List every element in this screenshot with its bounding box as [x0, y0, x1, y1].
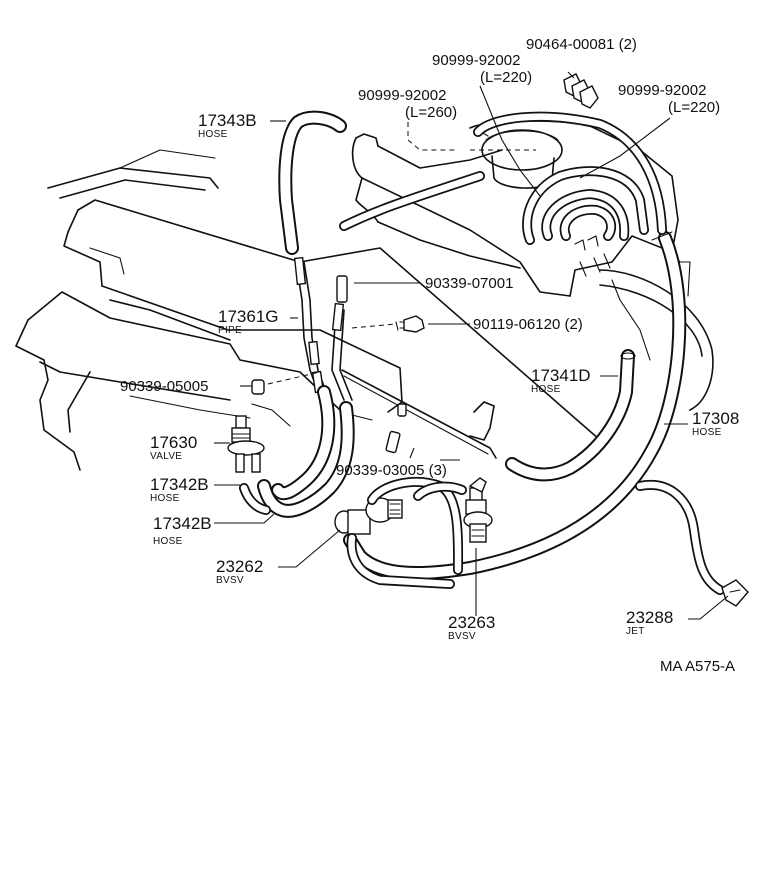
hose-length: (L=220) [480, 69, 532, 86]
part-number: 90339-05005 [120, 378, 208, 395]
callout-17342B-upper: 17342B HOSE [150, 475, 209, 504]
callout-17341D: 17341D HOSE [531, 366, 591, 395]
part-name: JET [626, 626, 645, 637]
callout-17343B: 17343B HOSE [198, 111, 257, 140]
part-number: 17342B [150, 475, 209, 494]
part-number: 17308 [692, 409, 739, 428]
callout-17308: 17308 HOSE [692, 409, 739, 438]
part-name: BVSV [448, 631, 476, 642]
hose-17341D [505, 349, 636, 482]
callout-90339-05005: 90339-05005 [120, 378, 208, 395]
clamps [251, 73, 599, 454]
callout-90339-07001: 90339-07001 [425, 275, 513, 292]
part-name: HOSE [692, 427, 722, 438]
hoses-17342B [239, 385, 355, 518]
callout-17361G: 17361G PIPE [218, 307, 279, 336]
part-number: 90339-07001 [425, 275, 513, 292]
hose-length: (L=220) [668, 99, 720, 116]
part-name: HOSE [531, 384, 561, 395]
part-number: 17342B [153, 514, 212, 533]
valve-17630 [227, 415, 265, 473]
hose-17308 [343, 231, 687, 580]
leader-lines [214, 71, 729, 620]
callout-90999-92002-mid: 90999-92002 (L=220) [432, 52, 532, 86]
engine-outline [15, 149, 601, 471]
part-number: 17630 [150, 433, 197, 452]
callout-17630: 17630 VALVE [150, 433, 197, 462]
part-number: 90339-03005 (3) [336, 462, 447, 479]
bvsv-23263 [413, 477, 493, 543]
part-number: 90119-06120 (2) [473, 316, 583, 333]
part-name: HOSE [150, 493, 180, 504]
part-number: 90464-00081 (2) [526, 36, 637, 53]
callout-90464-00081: 90464-00081 (2) [526, 36, 637, 53]
part-number: 23262 [216, 557, 263, 576]
pipe-17361G [293, 256, 497, 459]
figure-code: MA A575-A [660, 658, 735, 675]
part-name: BVSV [216, 575, 244, 586]
callout-90339-03005: 90339-03005 (3) [336, 462, 447, 479]
callout-90999-92002-right: 90999-92002 (L=220) [618, 82, 720, 116]
callout-90999-92002-left: 90999-92002 (L=260) [358, 87, 457, 121]
vacuum-hose-bundle [339, 111, 667, 251]
part-number: 23263 [448, 613, 495, 632]
part-number: 17361G [218, 307, 279, 326]
part-number: 17341D [531, 366, 591, 385]
callout-90119-06120: 90119-06120 (2) [473, 316, 583, 333]
jet-23288 [635, 479, 749, 607]
callout-17342B-lower: 17342B HOSE [153, 514, 212, 547]
callout-23263: 23263 BVSV [448, 613, 495, 642]
part-name: HOSE [153, 536, 183, 547]
callout-23288: 23288 JET [626, 608, 673, 637]
part-number: 90999-92002 [618, 82, 706, 99]
hose-length: (L=260) [405, 104, 457, 121]
part-number: 23288 [626, 608, 673, 627]
hose-17343B [278, 110, 347, 255]
part-number: 90999-92002 [432, 52, 520, 69]
part-name: PIPE [218, 325, 242, 336]
callout-23262: 23262 BVSV [216, 557, 263, 586]
part-number: 17343B [198, 111, 257, 130]
part-name: HOSE [198, 129, 228, 140]
part-number: 90999-92002 [358, 87, 446, 104]
part-name: VALVE [150, 451, 182, 462]
